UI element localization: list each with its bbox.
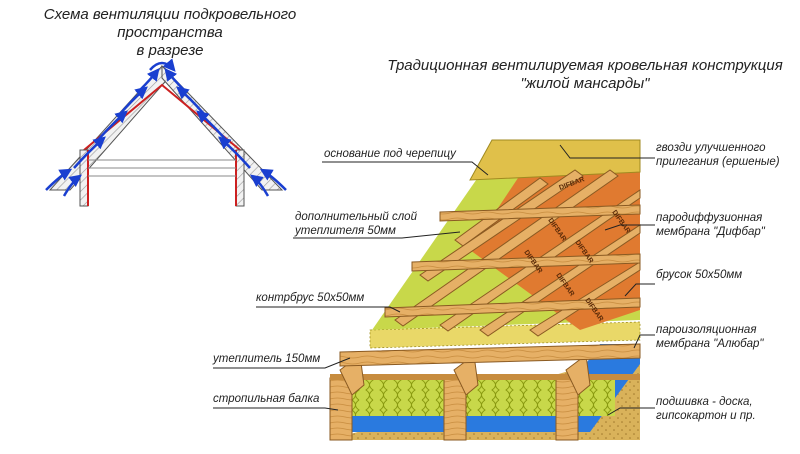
label-vapor-barrier-line1: пароизоляционная: [656, 324, 757, 336]
left-title: Схема вентиляции подкровельного простран…: [0, 6, 340, 60]
ventilation-scheme: [45, 58, 287, 207]
rafter-beams: [329, 354, 640, 441]
label-rafter: стропильная балка: [213, 393, 320, 405]
right-title: Традиционная вентилируемая кровельная ко…: [370, 57, 800, 93]
label-lining-line2: гипсокартон и пр.: [656, 410, 756, 422]
label-lining: подшивка - доска, гипсокартон и пр.: [656, 395, 756, 423]
label-insulation: утеплитель 150мм: [213, 353, 321, 365]
leader-lines: [213, 144, 655, 416]
label-membrane-difbar: пародиффузионная мембрана "Дифбар": [656, 211, 765, 239]
label-tile-base: основание под черепицу: [324, 148, 456, 160]
label-vapor-barrier: пароизоляционная мембрана "Алюбар": [656, 323, 763, 351]
label-nails-line1: гвозди улучшенного: [656, 142, 766, 154]
label-nails-line2: прилегания (ершеные): [656, 156, 780, 168]
label-extra-insulation: дополнительный слой утеплителя 50мм: [295, 210, 417, 238]
airflow-arrows: [45, 58, 287, 197]
label-batten: брусок 50х50мм: [656, 269, 743, 281]
label-extra-insulation-line1: дополнительный слой: [295, 211, 417, 223]
roof-construction: DIFBAR DIFBAR DIFBAR DIFBAR DIFBAR DIFBA…: [329, 139, 641, 441]
left-title-line1: Схема вентиляции подкровельного простран…: [43, 6, 297, 41]
label-membrane-difbar-line2: мембрана "Дифбар": [656, 226, 765, 238]
label-vapor-barrier-line2: мембрана "Алюбар": [656, 338, 764, 350]
left-title-line2: в разрезе: [136, 42, 204, 59]
tile-base-board: [469, 139, 641, 181]
top-plate: [339, 343, 641, 367]
roof-slope-right: [161, 64, 284, 191]
label-extra-insulation-line2: утеплителя 50мм: [295, 225, 396, 237]
label-nails: гвозди улучшенного прилегания (ершеные): [656, 141, 780, 169]
right-title-line1: Традиционная вентилируемая кровельная ко…: [387, 57, 783, 74]
label-membrane-difbar-line1: пародиффузионная: [656, 212, 763, 224]
battens-50x50: [384, 204, 641, 318]
label-counter-batten: контрбрус 50х50мм: [256, 292, 365, 304]
right-title-line2: "жилой мансарды": [520, 75, 650, 92]
label-lining-line1: подшивка - доска,: [656, 396, 753, 408]
